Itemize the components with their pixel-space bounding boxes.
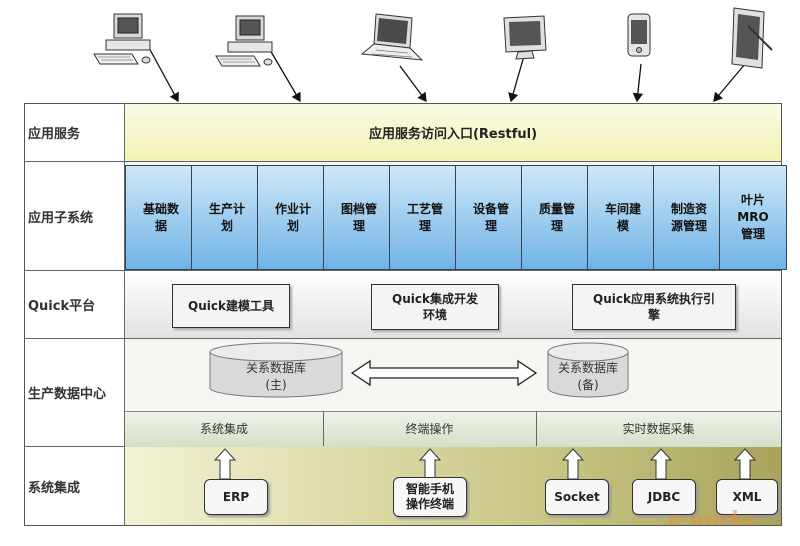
subsystem-process-management: 工艺管理 bbox=[389, 165, 461, 270]
arrow-up-icon bbox=[418, 448, 442, 480]
backup-db-label: 关系数据库 bbox=[558, 360, 618, 375]
source-jdbc: JDBC bbox=[632, 479, 696, 515]
monitor-icon bbox=[503, 15, 547, 60]
primary-db-role: (主) bbox=[265, 378, 286, 392]
subsystem-work-plan: 作业计划 bbox=[257, 165, 329, 270]
row-label-data-center: 生产数据中心 bbox=[28, 387, 107, 402]
subsystem-production-plan: 生产计划 bbox=[191, 165, 263, 270]
subsystem-workshop-modeling: 车间建模 bbox=[587, 165, 659, 270]
segment-band bbox=[125, 411, 781, 447]
watermark-logo: e-works bbox=[668, 506, 756, 530]
primary-db-label: 关系数据库 bbox=[246, 360, 306, 375]
arrow-up-icon bbox=[649, 448, 673, 480]
backup-database-icon bbox=[547, 342, 629, 398]
label-column-divider bbox=[124, 103, 125, 526]
upward-arrows bbox=[213, 448, 757, 480]
row-label-app-subsystem: 应用子系统 bbox=[28, 210, 94, 226]
row-divider bbox=[24, 270, 782, 271]
segment-system-integration: 系统集成 bbox=[125, 411, 324, 446]
row-divider bbox=[24, 161, 782, 162]
segment-realtime-collection: 实时数据采集 bbox=[622, 422, 695, 436]
tablet-icon bbox=[731, 7, 773, 69]
quick-execution-engine: Quick应用系统执行引擎 bbox=[572, 284, 736, 330]
subsystem-manufacturing-resource: 制造资源管理 bbox=[653, 165, 725, 270]
backup-db-role: (备) bbox=[577, 378, 598, 392]
source-erp: ERP bbox=[204, 479, 268, 515]
subsystem-basic-data: 基础数据 bbox=[125, 165, 197, 270]
service-entry-band: 应用服务访问入口(Restful) bbox=[125, 104, 781, 161]
row-divider bbox=[24, 338, 782, 339]
laptop-icon bbox=[360, 13, 424, 61]
quick-modeling-tool: Quick建模工具 bbox=[172, 284, 290, 328]
segment-terminal-operation: 终端操作 bbox=[323, 411, 537, 446]
sync-double-arrow-icon bbox=[350, 359, 538, 387]
primary-database-icon bbox=[209, 342, 343, 398]
arrow-up-icon bbox=[213, 448, 237, 480]
subsystem-equipment-management: 设备管理 bbox=[455, 165, 527, 270]
quick-dev-environment: Quick集成开发环境 bbox=[371, 284, 499, 330]
row-label-integration: 系统集成 bbox=[28, 480, 81, 496]
subsystem-quality-management: 质量管理 bbox=[521, 165, 593, 270]
subsystem-drawing-management: 图档管理 bbox=[323, 165, 395, 270]
architecture-frame bbox=[24, 103, 782, 526]
source-mobile-terminal: 智能手机操作终端 bbox=[393, 477, 467, 517]
database-layer: 关系数据库 (主) 关系数据库 (备) bbox=[209, 342, 629, 398]
smartphone-icon bbox=[627, 13, 651, 57]
source-socket: Socket bbox=[545, 479, 609, 515]
source-xml: XML bbox=[716, 479, 778, 515]
device-layer bbox=[93, 7, 773, 103]
desktop-computer-icon bbox=[93, 13, 151, 65]
arrow-up-icon bbox=[733, 448, 757, 480]
row-label-quick-platform: Quick平台 bbox=[28, 299, 96, 314]
desktop-computer-icon bbox=[215, 15, 273, 67]
arrow-up-icon bbox=[561, 448, 585, 480]
row-label-app-service: 应用服务 bbox=[28, 127, 81, 142]
